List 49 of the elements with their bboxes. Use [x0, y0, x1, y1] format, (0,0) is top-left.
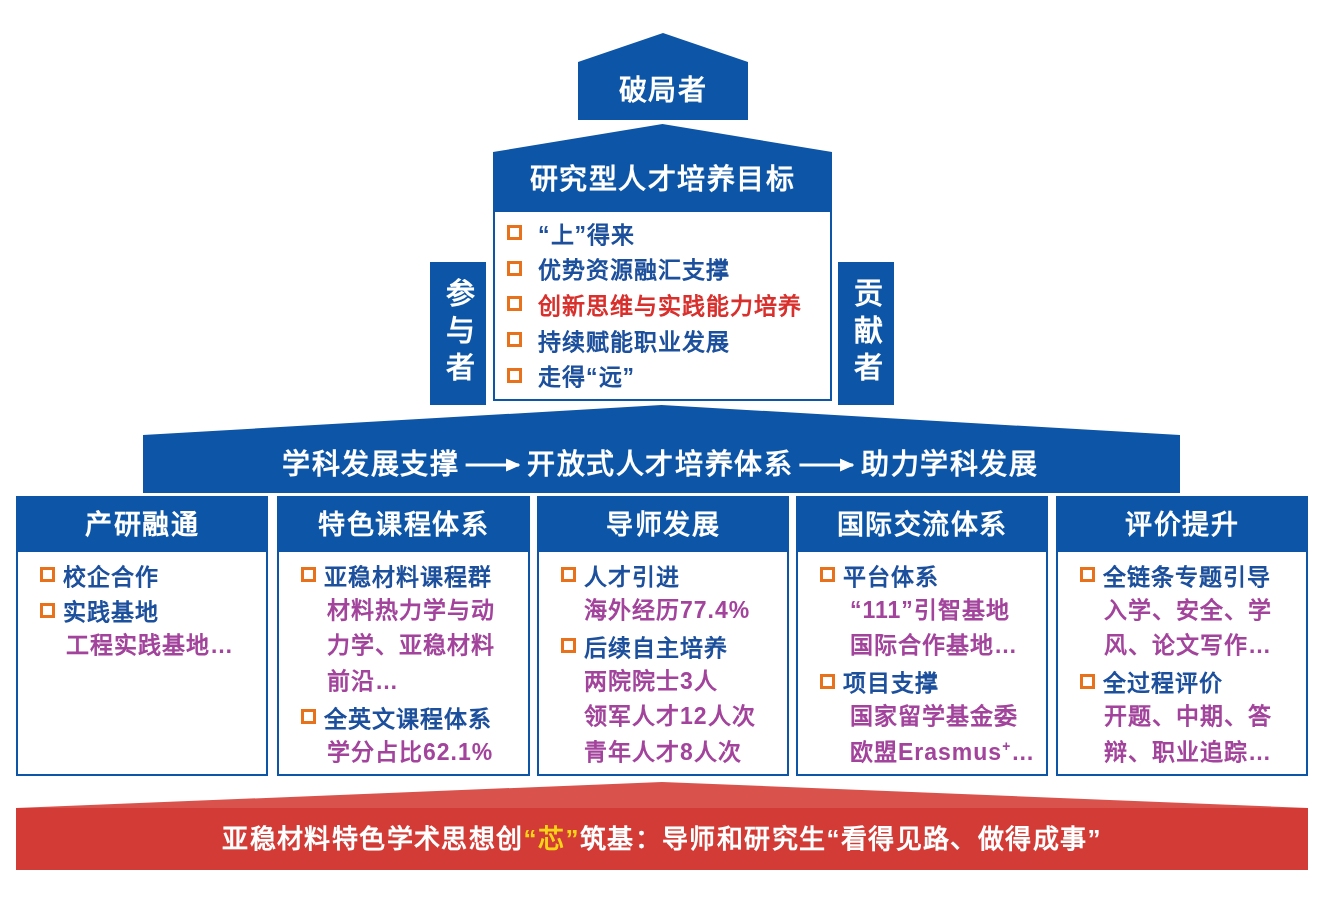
detail-text: 欧盟Erasmus$^{+}$…	[850, 737, 1037, 767]
detail-text: 海外经历77.4%	[584, 595, 752, 625]
card-heading: 特色课程体系	[279, 498, 528, 552]
list-item-text: 全链条专题引导	[1103, 562, 1271, 592]
detail-text: 国际合作基地…	[850, 631, 1019, 661]
list-item-text: 项目支撑	[843, 669, 939, 699]
list-item-text: “上”得来	[538, 220, 635, 250]
list-item-text: 优势资源融汇支撑	[538, 256, 730, 286]
list-item-text: 走得“远”	[538, 363, 635, 393]
detail-text: 两院院士3人	[584, 666, 719, 696]
list-item-text: 平台体系	[843, 562, 939, 592]
band-text: 学科发展支撑	[282, 447, 460, 483]
list-item-text: 实践基地	[63, 598, 159, 628]
list-item-text: 持续赋能职业发展	[538, 327, 730, 357]
detail-text: 入学、安全、学风、论文写作…	[1104, 595, 1273, 661]
arrow	[465, 458, 520, 472]
detail-text: 开题、中期、答辩、职业追踪…	[1104, 702, 1273, 767]
detail-text: 青年人才8人次	[584, 737, 743, 767]
card-heading: 评价提升	[1058, 498, 1306, 552]
roofed-goal-panel	[493, 124, 832, 401]
list-item-text: 全英文课程体系	[324, 704, 492, 734]
list-item-text: 校企合作	[63, 562, 159, 592]
band-text: 开放式人才培养体系	[527, 447, 794, 483]
list-item-text: 亚稳材料课程群	[324, 562, 492, 592]
card-heading: 导师发展	[539, 498, 787, 552]
band-text: 助力学科发展	[861, 447, 1039, 483]
card-heading: 产研融通	[18, 498, 266, 552]
roofed-banner: 亚稳材料特色学术思想创“芯”筑基：导师和研究生“看得见路、做得成事”	[16, 782, 1308, 870]
list-item-text: 后续自主培养	[584, 633, 728, 663]
card-heading: 国际交流体系	[798, 498, 1046, 552]
detail-text: 学分占比62.1%	[327, 737, 495, 767]
arrow	[799, 458, 854, 472]
detail-text: 工程实践基地…	[66, 631, 235, 661]
detail-text: 国家留学基金委	[850, 702, 1019, 732]
vertical-banner: 贡献者	[838, 262, 894, 405]
column-card	[796, 496, 1048, 776]
column-card	[1056, 496, 1308, 776]
roofed-title-block: 破局者	[578, 33, 748, 120]
list-item-text: 人才引进	[584, 562, 680, 592]
detail-text: “111”引智基地	[850, 595, 1011, 625]
list-item-text: 全过程评价	[1103, 669, 1223, 699]
detail-text: 材料热力学与动力学、亚稳材料前沿…	[327, 595, 496, 696]
column-card	[537, 496, 789, 776]
detail-text: 领军人才12人次	[584, 702, 757, 732]
roofed-band	[143, 405, 1180, 493]
column-card	[277, 496, 530, 776]
vertical-banner: 参与者	[430, 262, 486, 405]
list-item-text: 创新思维与实践能力培养	[538, 292, 802, 321]
column-card	[16, 496, 268, 776]
